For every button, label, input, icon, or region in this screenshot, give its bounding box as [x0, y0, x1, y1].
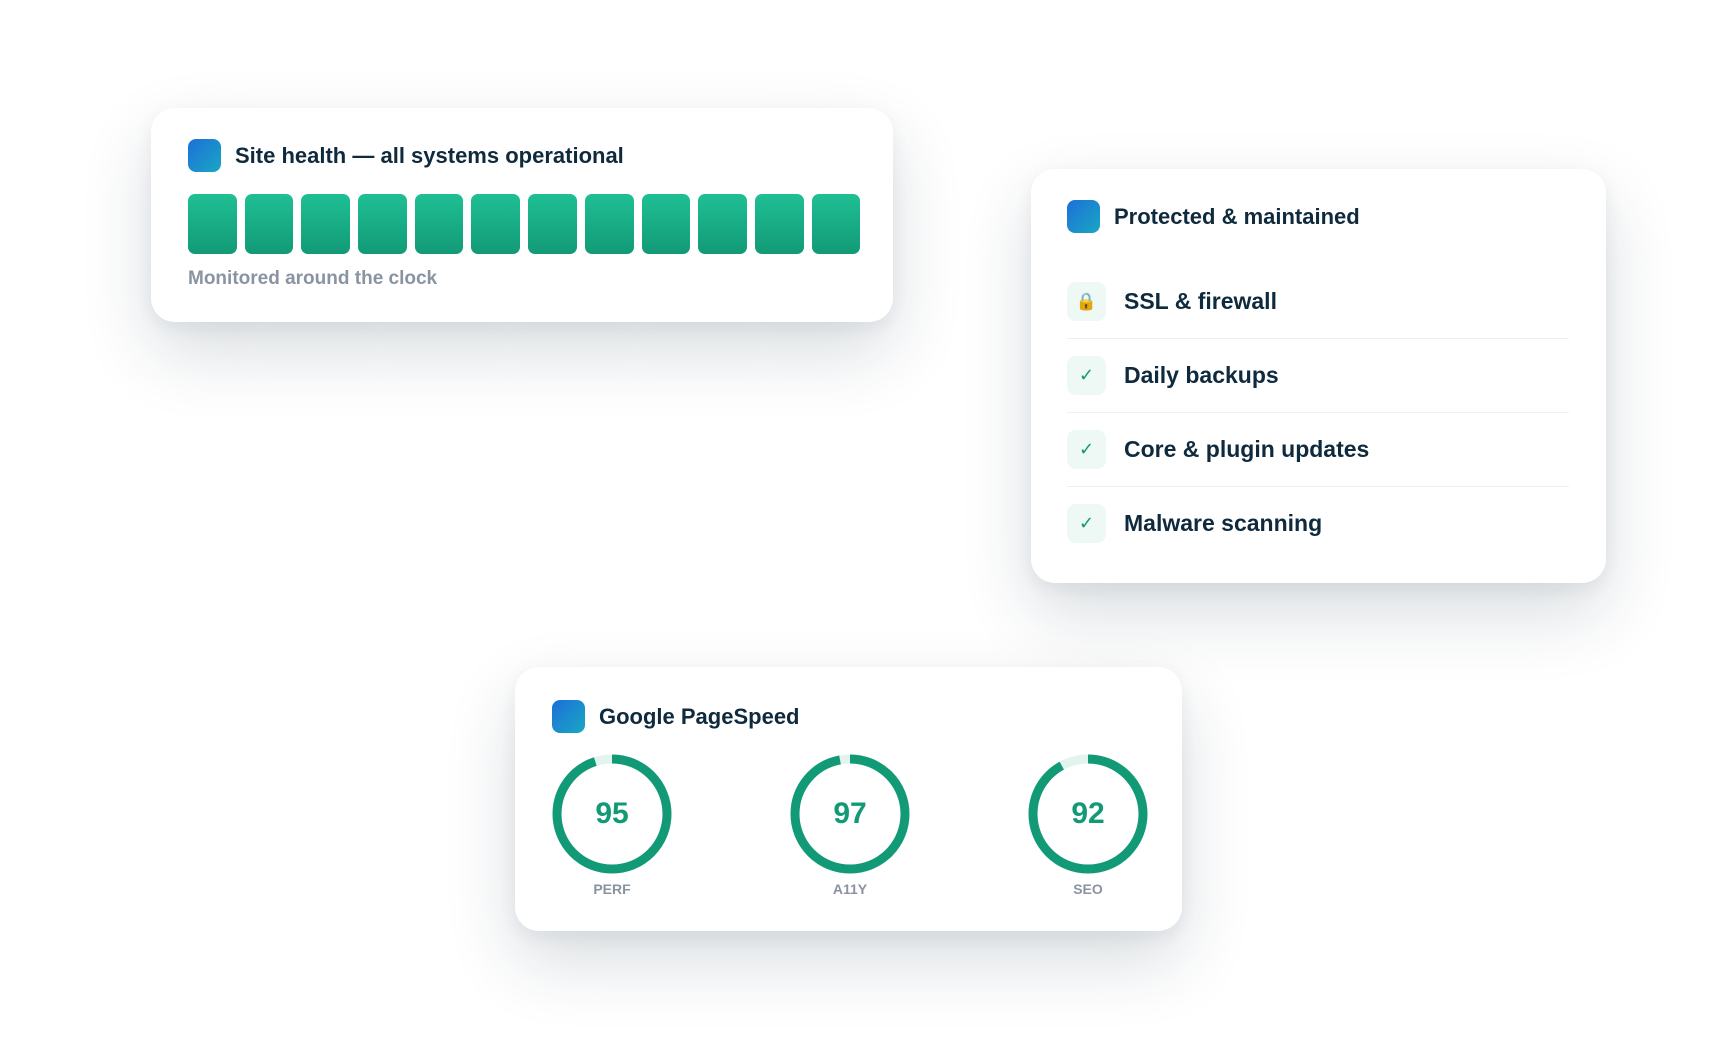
uptime-block [754, 194, 804, 254]
check-icon: ✓ [1067, 430, 1106, 469]
pagespeed-header: Google PageSpeed [552, 700, 800, 733]
protection-item-ssl: 🔒 SSL & firewall [1067, 265, 1569, 339]
uptime-block [244, 194, 294, 254]
protection-title: Protected & maintained [1114, 203, 1360, 229]
uptime-block [641, 194, 691, 254]
gauge-score-label: SEO [1073, 881, 1103, 897]
site-health-title: Site health — all systems operational [235, 142, 624, 168]
protection-item-label: SSL & firewall [1124, 288, 1277, 314]
score-gauge-seo: 92 SEO [1028, 754, 1148, 904]
uptime-block [811, 194, 861, 254]
gauge-score-value: 92 [1071, 797, 1105, 830]
gauge-score-label: PERF [593, 881, 631, 897]
protection-header: Protected & maintained [1067, 200, 1360, 233]
pagespeed-card: Google PageSpeed 95 PERF 97 A11Y [515, 667, 1182, 931]
uptime-block [584, 194, 634, 254]
gauge-ring [1028, 754, 1148, 874]
gauge-ring [552, 754, 672, 874]
uptime-block [414, 194, 464, 254]
protection-item-updates: ✓ Core & plugin updates [1067, 413, 1569, 487]
site-health-header: Site health — all systems operational [188, 139, 624, 172]
protection-item-backups: ✓ Daily backups [1067, 339, 1569, 413]
site-health-card: Site health — all systems operational Mo… [151, 108, 893, 322]
protection-card: Protected & maintained 🔒 SSL & firewall … [1031, 169, 1606, 583]
gauge-score-label: A11Y [832, 881, 868, 897]
uptime-block [358, 194, 407, 254]
uptime-block [528, 194, 577, 254]
protection-list: 🔒 SSL & firewall ✓ Daily backups ✓ Core … [1067, 265, 1569, 560]
brand-logo-icon [1067, 200, 1100, 233]
gauge-score-value: 97 [833, 797, 867, 830]
protection-item-label: Malware scanning [1124, 510, 1323, 536]
uptime-block [188, 194, 237, 254]
uptime-block [698, 194, 747, 254]
pagespeed-title: Google PageSpeed [599, 703, 800, 729]
score-gauge-a11y: 97 A11Y [790, 754, 910, 904]
lock-icon: 🔒 [1067, 282, 1106, 321]
brand-logo-icon [552, 700, 585, 733]
site-health-caption: Monitored around the clock [188, 268, 438, 289]
protection-item-label: Daily backups [1124, 362, 1279, 388]
uptime-block [471, 194, 521, 254]
pagespeed-gauges: 95 PERF 97 A11Y 92 SEO [552, 754, 1148, 904]
protection-item-malware: ✓ Malware scanning [1067, 487, 1569, 560]
uptime-block [301, 194, 351, 254]
uptime-bars [188, 194, 861, 254]
gauge-ring [790, 754, 910, 874]
brand-logo-icon [188, 139, 221, 172]
check-icon: ✓ [1067, 356, 1106, 395]
check-icon: ✓ [1067, 504, 1106, 543]
score-gauge-perf: 95 PERF [552, 754, 672, 904]
protection-item-label: Core & plugin updates [1124, 436, 1370, 462]
gauge-score-value: 95 [595, 797, 629, 830]
